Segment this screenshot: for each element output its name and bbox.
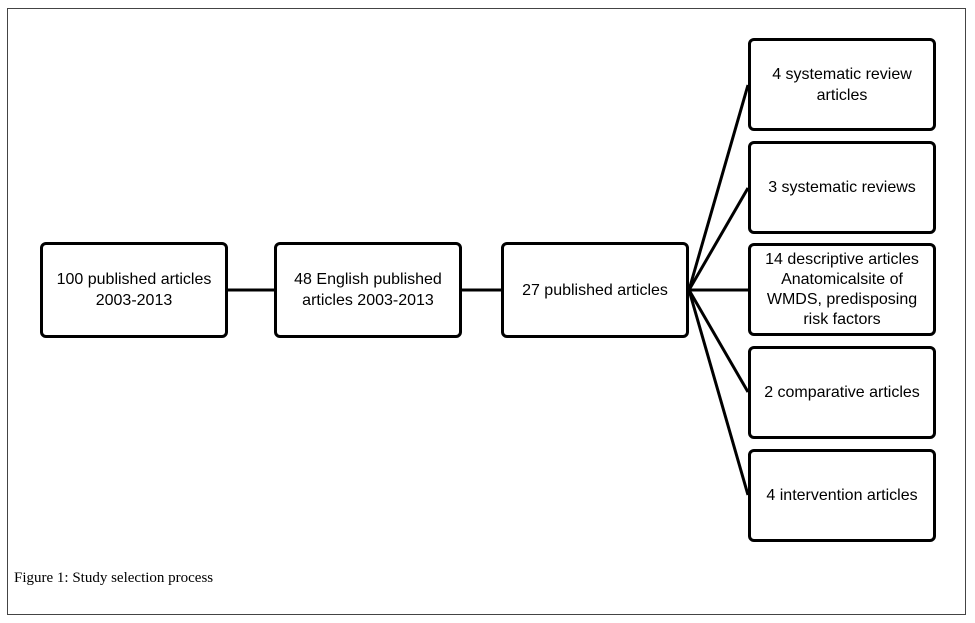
connector-final-out-0 — [687, 84, 750, 291]
outcome-box-comparative-articles: 2 comparative articles — [748, 346, 936, 439]
final-articles-label: 27 published articles — [522, 281, 668, 299]
outcome-label: 2 comparative articles — [764, 384, 920, 401]
outcome-label: 4 intervention articles — [766, 487, 918, 504]
source-articles-box: 100 published articles 2003-2013 — [40, 242, 228, 338]
connector-final-out-3 — [687, 289, 750, 393]
source-articles-label: 100 published articles 2003-2013 — [56, 271, 212, 309]
outcome-label: 4 systematic review articles — [772, 65, 912, 104]
english-articles-box: 48 English published articles 2003-2013 — [274, 242, 462, 338]
outcome-box-intervention-articles: 4 intervention articles — [748, 449, 936, 542]
outcome-box-systematic-reviews: 3 systematic reviews — [748, 141, 936, 234]
outcome-box-systematic-review-articles: 4 systematic review articles — [748, 38, 936, 131]
outcome-label: 14 descriptive articles Anatomicalsite o… — [765, 250, 919, 328]
english-articles-label: 48 English published articles 2003-2013 — [294, 271, 442, 309]
final-articles-box: 27 published articles — [501, 242, 689, 338]
outcome-label: 3 systematic reviews — [768, 179, 916, 196]
connector-final-out-1 — [687, 187, 750, 291]
connector-final-out-4 — [687, 289, 750, 496]
figure-caption: Figure 1: Study selection process — [14, 570, 214, 586]
outcome-box-descriptive-articles: 14 descriptive articles Anatomicalsite o… — [748, 243, 936, 336]
